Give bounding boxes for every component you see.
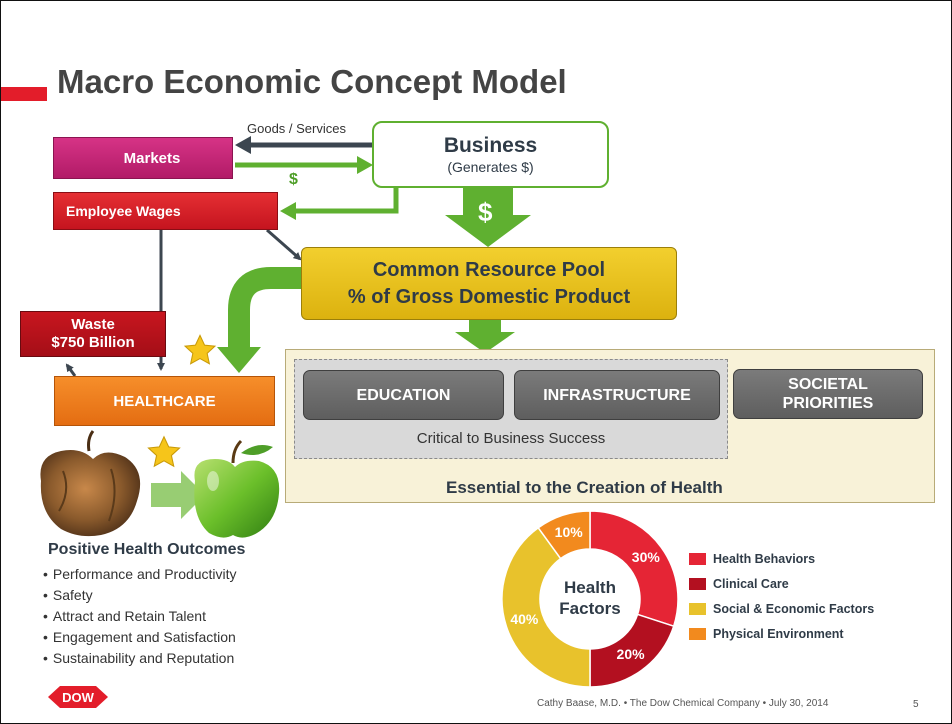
education-box: EDUCATION xyxy=(303,370,504,420)
waste-label: Waste xyxy=(71,316,115,333)
legend-label: Social & Economic Factors xyxy=(713,601,875,616)
business-to-wages-arrow xyxy=(280,188,399,220)
wages-to-pool-arrow xyxy=(266,228,302,261)
list-item: Sustainability and Reputation xyxy=(43,648,237,669)
societal-label: SOCIETAL xyxy=(788,376,868,393)
legend-label: Health Behaviors xyxy=(713,551,816,566)
essential-label: Essential to the Creation of Health xyxy=(446,478,723,497)
education-label: EDUCATION xyxy=(356,386,451,404)
healthy-arrow xyxy=(151,471,205,519)
legend-swatch xyxy=(689,552,706,565)
list-item: Safety xyxy=(43,585,237,606)
healthcare-label: HEALTHCARE xyxy=(113,392,216,410)
healthcare-to-waste-arrow xyxy=(65,363,77,377)
legend-swatch xyxy=(689,627,706,640)
money-label: $ xyxy=(289,171,298,188)
outcomes-title: Positive Health Outcomes xyxy=(48,541,246,558)
donut-label-clinical-care: 20% xyxy=(616,645,645,662)
pool-subtitle: % of Gross Domestic Product xyxy=(347,285,631,308)
rotten-apple-image xyxy=(40,430,141,537)
donut-label-social-economic-factors: 40% xyxy=(510,611,539,628)
markets-label: Markets xyxy=(123,149,181,167)
healthcare-box: HEALTHCARE xyxy=(54,376,275,426)
legend-label: Clinical Care xyxy=(713,576,789,591)
legend-label: Physical Environment xyxy=(713,626,844,641)
legend-swatch xyxy=(689,602,706,615)
outcomes-list: Performance and Productivity Safety Attr… xyxy=(43,564,237,669)
list-item: Attract and Retain Talent xyxy=(43,606,237,627)
markets-box: Markets xyxy=(53,137,233,179)
priorities-label: PRIORITIES xyxy=(782,395,874,412)
slide-title: Macro Economic Concept Model xyxy=(57,63,567,100)
critical-label: Critical to Business Success xyxy=(416,430,606,447)
business-title: Business xyxy=(443,134,538,157)
legend-item: Physical Environment xyxy=(689,621,874,646)
donut-center-line1: Health xyxy=(564,578,616,597)
donut-slice-health-behaviors xyxy=(589,510,679,628)
waste-amount: $750 Billion xyxy=(51,334,135,351)
green-apple-image xyxy=(194,439,280,538)
svg-text:DOW: DOW xyxy=(62,690,95,705)
infrastructure-label: INFRASTRUCTURE xyxy=(543,386,691,404)
business-box: Business (Generates $) xyxy=(372,121,609,188)
donut-slice-social-economic-factors xyxy=(501,526,591,688)
star-icon xyxy=(147,435,181,468)
societal-priorities-box: SOCIETAL PRIORITIES xyxy=(733,369,923,419)
star-icon xyxy=(183,334,217,365)
list-item: Engagement and Satisfaction xyxy=(43,627,237,648)
page-number: 5 xyxy=(913,699,919,710)
business-subtitle: (Generates $) xyxy=(447,159,534,175)
employee-wages-box: Employee Wages xyxy=(53,192,278,230)
legend-item: Health Behaviors xyxy=(689,546,874,571)
list-item: Performance and Productivity xyxy=(43,564,237,585)
common-resource-pool-box: Common Resource Pool % of Gross Domestic… xyxy=(301,247,677,320)
pool-to-healthcare-arrow xyxy=(217,267,301,373)
business-to-pool-arrow xyxy=(445,188,531,247)
pool-to-essential-arrow xyxy=(455,320,515,353)
legend-swatch xyxy=(689,577,706,590)
donut-label-health-behaviors: 30% xyxy=(631,549,660,566)
waste-box: Waste $750 Billion xyxy=(20,311,166,357)
pool-title: Common Resource Pool xyxy=(372,258,606,281)
donut-slice-physical-environment xyxy=(537,510,591,560)
dow-logo-mark: DOW xyxy=(48,686,108,708)
dow-logo: DOW xyxy=(46,684,110,715)
health-factors-donut xyxy=(501,510,679,688)
title-accent-bar xyxy=(1,87,47,101)
footer-text: Cathy Baase, M.D. • The Dow Chemical Com… xyxy=(537,698,829,709)
donut-center-label: Health Factors xyxy=(545,577,635,619)
donut-center-line2: Factors xyxy=(559,599,621,618)
big-money-label: $ xyxy=(478,197,493,227)
goods-services-label: Goods / Services xyxy=(247,121,346,136)
legend-item: Clinical Care xyxy=(689,571,874,596)
goods-services-arrow xyxy=(235,136,372,154)
donut-label-physical-environment: 10% xyxy=(554,524,583,541)
employee-wages-label: Employee Wages xyxy=(66,203,181,219)
infrastructure-box: INFRASTRUCTURE xyxy=(514,370,720,420)
money-to-business-arrow xyxy=(235,156,373,174)
legend-item: Social & Economic Factors xyxy=(689,596,874,621)
